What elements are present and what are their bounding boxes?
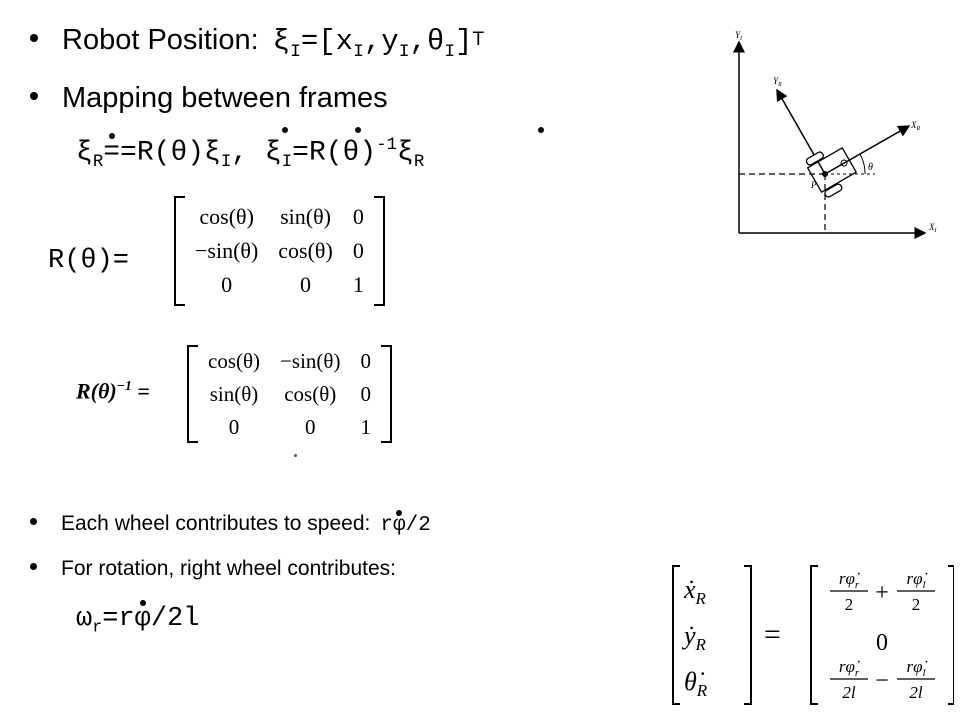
bullet-dot <box>30 563 37 570</box>
left-bracket <box>187 345 198 443</box>
theta-label: θ <box>868 162 873 173</box>
r-inverse-label: R(θ)−1 = <box>76 378 150 404</box>
dot-mark <box>282 127 288 133</box>
robot-position-formula: ξI=[xI,yI,θI] <box>272 25 473 62</box>
axis-x-label: XI <box>928 222 938 234</box>
axis-y-label: YI <box>735 30 743 42</box>
point-p-label: P <box>810 180 817 190</box>
r-theta-label: R(θ)= <box>48 246 130 276</box>
robot-body <box>805 146 858 198</box>
svg-text:2: 2 <box>845 595 854 614</box>
svg-text:rφ̇r: rφ̇r <box>839 657 860 679</box>
equals-sign: = <box>764 618 781 651</box>
svg-text:2l: 2l <box>909 683 923 702</box>
theta-arc <box>859 153 866 175</box>
dot-mark <box>538 127 544 133</box>
mapping-equation: ξR==R(θ)ξI, ξI=R(θ)-1ξR <box>76 133 425 172</box>
dot-mark <box>355 127 361 133</box>
axis-x-robot <box>824 125 911 175</box>
wheel-right <box>824 183 843 198</box>
wheel-speed-label: Each wheel contributes to speed: <box>61 512 371 535</box>
svg-text:+: + <box>875 580 889 606</box>
svg-text:−: − <box>875 668 889 694</box>
x-dot-r: ẋR <box>683 575 707 608</box>
velocity-matrix-svg: ẋR ẏR θ̇R = rφ̇r 2 + rφ̇l 2 0 rφ̇r 2l − … <box>672 565 955 705</box>
bullet-dot <box>30 34 38 42</box>
robot-frame-svg: YI XI XR YR P θ <box>733 30 938 239</box>
right-bracket <box>373 196 385 306</box>
right-bracket <box>380 345 392 443</box>
svg-text:rφ̇l: rφ̇l <box>906 657 927 679</box>
dot-mark: = <box>103 133 121 169</box>
bullet-robot-position: Robot Position: ξI=[xI,yI,θI]T <box>30 24 484 62</box>
robot-position-label: Robot Position: <box>62 24 259 56</box>
svg-text:0: 0 <box>876 630 888 656</box>
robot-y-label: YR <box>773 76 782 88</box>
transpose-sup: T <box>472 29 485 50</box>
theta-dot-r: θ̇R <box>684 667 708 700</box>
rotation-label: For rotation, right wheel contributes: <box>61 557 396 580</box>
wheel-left <box>805 151 824 166</box>
bullet-mapping: Mapping between frames <box>30 82 388 115</box>
bullet-dot <box>30 92 38 100</box>
y-dot-r: ẏR <box>681 621 707 654</box>
stray-dot <box>294 454 297 457</box>
omega-equation: ωr=rφ/2l <box>76 600 200 638</box>
svg-text:2l: 2l <box>842 683 856 702</box>
robot-x-label: XR <box>910 120 921 132</box>
svg-text:rφ̇r: rφ̇r <box>839 569 860 591</box>
svg-text:rφ̇l: rφ̇l <box>906 569 927 591</box>
svg-text:2: 2 <box>912 595 921 614</box>
velocity-matrix-equation: ẋR ẏR θ̇R = rφ̇r 2 + rφ̇l 2 0 rφ̇r 2l − … <box>668 560 955 710</box>
wheel-speed-formula: rφ/2 <box>380 510 431 537</box>
bullet-dot <box>30 518 37 525</box>
robot-frame-diagram: YI XI XR YR P θ <box>725 28 955 243</box>
bullet-rotation: For rotation, right wheel contributes: <box>30 557 396 581</box>
mapping-label: Mapping between frames <box>62 82 388 114</box>
caster <box>840 159 848 167</box>
point-p <box>822 171 828 177</box>
bullet-wheel-speed: Each wheel contributes to speed: rφ/2 <box>30 510 431 537</box>
left-bracket <box>174 196 185 306</box>
